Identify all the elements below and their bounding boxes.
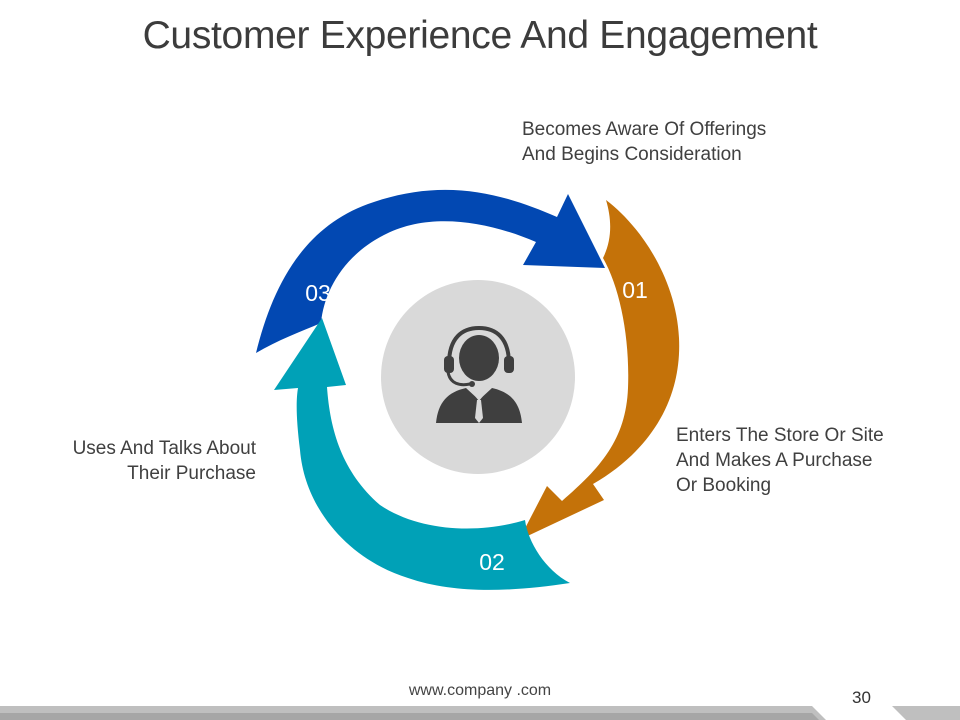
footer-url: www.company .com xyxy=(408,682,552,699)
cycle-arrow-02 xyxy=(274,318,570,590)
cycle-arrow-01 xyxy=(519,200,680,540)
page-number: 30 xyxy=(852,688,871,707)
step-description-01: Becomes Aware Of Offerings And Begins Co… xyxy=(522,119,767,165)
step-number-02: 02 xyxy=(479,549,505,575)
step-description-03: Uses And Talks About Their Purchase xyxy=(72,438,256,484)
footer-bar xyxy=(0,706,960,720)
step-number-01: 01 xyxy=(622,277,648,303)
page-title: Customer Experience And Engagement xyxy=(142,14,818,57)
customer-service-agent-icon xyxy=(436,325,522,423)
cycle-arrow-03 xyxy=(256,189,605,353)
step-number-03: 03 xyxy=(305,280,331,306)
step-description-02: Enters The Store Or Site And Makes A Pur… xyxy=(676,425,884,496)
